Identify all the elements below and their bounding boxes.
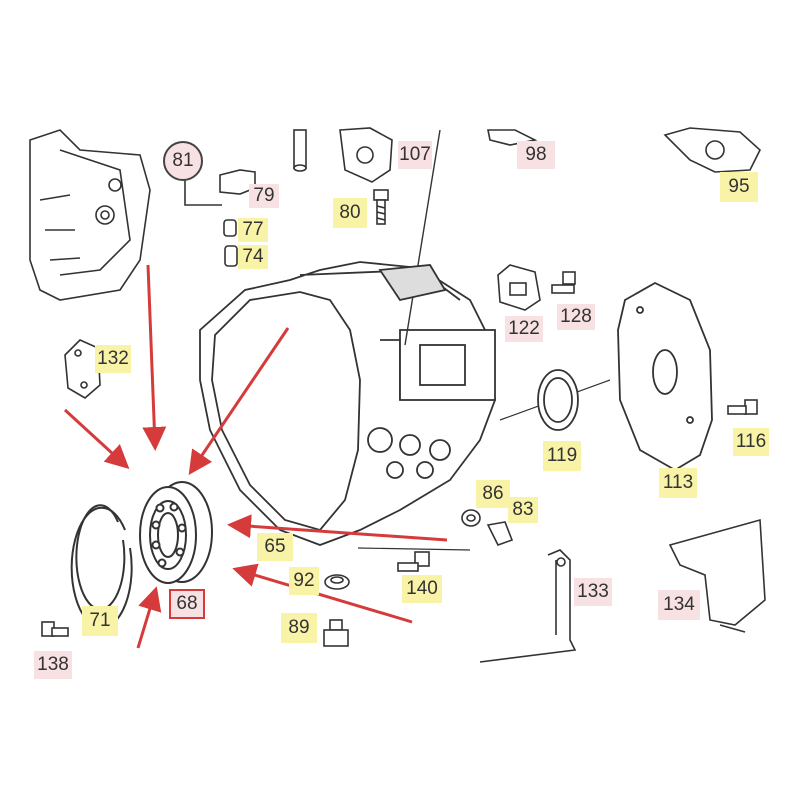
arrow-5 xyxy=(232,563,413,624)
part-132-drawing xyxy=(64,339,101,399)
part-134-drawing xyxy=(668,518,766,633)
transmission-housing xyxy=(199,129,611,551)
part-107-drawing xyxy=(339,127,393,183)
callout-98: 98 xyxy=(517,141,555,169)
callout-65: 65 xyxy=(257,533,293,561)
callout-128: 128 xyxy=(557,304,595,330)
housing-fragment-top-left xyxy=(29,129,151,301)
part-89-drawing xyxy=(323,619,349,647)
callout-133: 133 xyxy=(574,578,612,606)
callout-113: 113 xyxy=(659,468,697,498)
callout-122: 122 xyxy=(505,316,543,342)
part-71-drawing xyxy=(70,504,133,629)
part-80-drawing xyxy=(373,189,389,225)
callout-134: 134 xyxy=(658,590,700,620)
arrow-6 xyxy=(136,586,162,649)
callout-86: 86 xyxy=(476,480,510,508)
part-113-drawing xyxy=(617,281,713,472)
callout-77: 77 xyxy=(238,218,268,242)
arrow-4 xyxy=(227,514,448,542)
callout-83: 83 xyxy=(508,497,538,523)
red-arrows xyxy=(63,264,448,649)
callout-89: 89 xyxy=(281,613,317,643)
callout-74: 74 xyxy=(238,245,268,269)
arrow-1 xyxy=(142,264,167,451)
callout-68-highlighted: 68 xyxy=(169,589,205,619)
callout-107: 107 xyxy=(398,141,432,169)
callout-71: 71 xyxy=(82,606,118,636)
callout-140: 140 xyxy=(402,575,442,603)
callout-138: 138 xyxy=(34,651,72,679)
arrow-3 xyxy=(188,327,290,475)
part-95-drawing xyxy=(663,127,761,173)
callout-119: 119 xyxy=(543,441,581,471)
part-133-drawing xyxy=(479,549,577,663)
part-116-drawing xyxy=(727,399,758,415)
callout-79: 79 xyxy=(249,184,279,208)
parts-77-74-drawing xyxy=(223,219,238,267)
part-128-drawing xyxy=(551,271,576,294)
callout-95: 95 xyxy=(720,172,758,202)
callout-132: 132 xyxy=(95,345,131,373)
callout-81: 81 xyxy=(163,141,203,181)
part-92-drawing xyxy=(324,574,350,590)
parts-86-83-drawing xyxy=(461,509,514,546)
part-140-drawing xyxy=(397,551,430,572)
callout-80: 80 xyxy=(333,198,367,228)
callout-116: 116 xyxy=(733,428,769,456)
rod-part xyxy=(293,129,307,172)
part-119-drawing xyxy=(537,369,579,431)
arrow-2 xyxy=(63,408,130,470)
part-138-drawing xyxy=(41,621,69,637)
part-68-bearing-drawing xyxy=(139,481,213,584)
callout-92: 92 xyxy=(289,567,319,595)
part-122-drawing xyxy=(497,264,541,311)
